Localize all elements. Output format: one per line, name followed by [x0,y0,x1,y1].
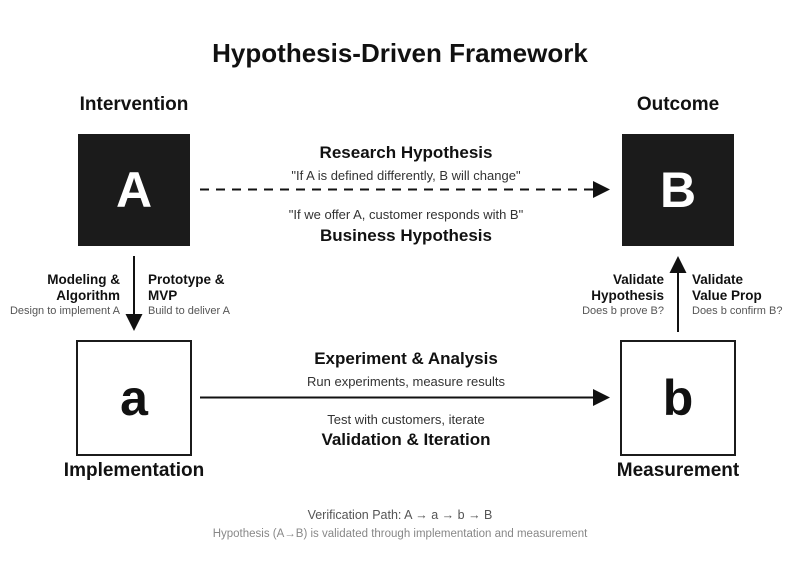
business-hypothesis-heading: Business Hypothesis [320,226,492,245]
business-hypothesis-quote: "If we offer A, customer responds with B… [288,207,524,222]
validate-value-line2: Value Prop [692,288,762,303]
prototype-label-line1: Prototype & [148,272,225,287]
box-b-letter: b [662,370,694,426]
label-implementation: Implementation [63,460,205,481]
box-A-letter: A [115,162,153,218]
prototype-mvp-sub: Build to deliver A [148,305,230,317]
modeling-algorithm-label: Modeling & Algorithm [10,272,120,304]
modeling-label-line1: Modeling & [47,272,120,287]
verification-path: Verification Path: A → a → b → B [307,508,493,522]
box-a-implementation: a [76,340,192,456]
experiment-analysis-sub: Run experiments, measure results [307,374,505,389]
prototype-mvp-label: Prototype & MVP [148,272,258,304]
validate-hypothesis-label: Validate Hypothesis [552,272,664,304]
arrowhead-a [125,314,143,331]
validate-hypothesis-line2: Hypothesis [591,288,664,303]
box-B-outcome: B [622,134,734,246]
prototype-label-line2: MVP [148,288,178,303]
verification-note: Hypothesis (A→B) is validated through im… [212,528,588,540]
diagram-title: Hypothesis-Driven Framework [212,38,588,68]
arrowhead-b [593,389,610,406]
validate-hypothesis-sub: Does b prove B? [582,305,664,317]
validate-value-prop-sub: Does b confirm B? [692,305,783,317]
modeling-algorithm-sub: Design to implement A [9,305,120,317]
research-hypothesis-heading: Research Hypothesis [319,143,493,162]
validate-value-line1: Validate [692,272,744,287]
modeling-label-line2: Algorithm [56,288,120,303]
label-measurement: Measurement [616,460,740,481]
box-a-letter: a [120,370,148,426]
experiment-analysis-heading: Experiment & Analysis [314,349,498,368]
arrowhead-B-up [669,256,687,273]
validation-iteration-sub: Test with customers, iterate [327,412,485,427]
validate-value-prop-label: Validate Value Prop [692,272,792,304]
validate-hypothesis-line1: Validate [612,272,664,287]
dashed-arrowhead-B [593,181,610,198]
validation-iteration-heading: Validation & Iteration [321,430,491,449]
research-hypothesis-quote: "If A is defined differently, B will cha… [291,168,521,183]
box-A-intervention: A [78,134,190,246]
box-b-measurement: b [620,340,736,456]
label-intervention: Intervention [79,94,189,115]
label-outcome: Outcome [636,94,720,115]
box-B-letter: B [659,162,697,218]
